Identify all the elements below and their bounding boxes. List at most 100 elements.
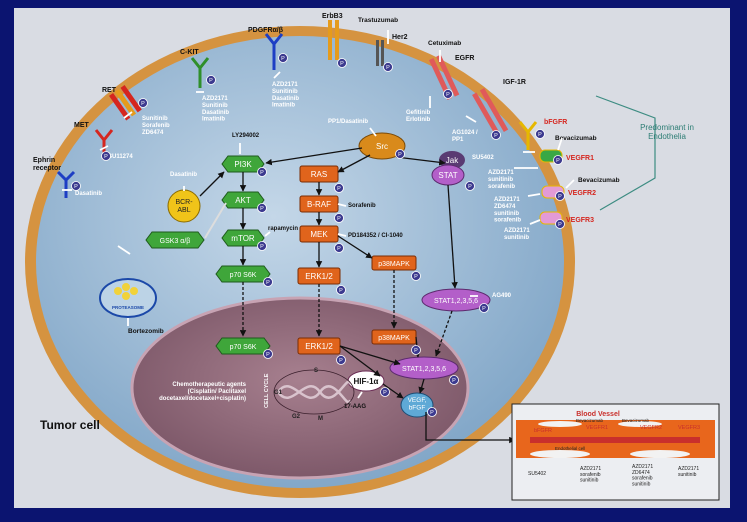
phospho-marker-28: P (449, 375, 459, 385)
chemo-label: Chemotherapeutic agents(Cisplatin/ Pacli… (159, 382, 247, 402)
phospho-marker-13: P (395, 149, 405, 159)
phospho-marker-14: P (257, 167, 267, 177)
jak-label: Jak (446, 156, 459, 165)
drug-17aag: 17-AAG (344, 404, 366, 410)
phospho-marker-5: P (337, 58, 347, 68)
phospho-marker-26: P (465, 181, 475, 191)
svg-text:P: P (266, 280, 270, 286)
stat-label: STAT (438, 171, 457, 180)
svg-text:P: P (260, 170, 264, 176)
svg-text:P: P (383, 390, 387, 396)
drug-dasatinib-bcr: Dasatinib (170, 172, 197, 178)
svg-text:P: P (74, 184, 78, 190)
svg-text:P: P (104, 154, 108, 160)
proteasome-label: PROTEASOME (112, 305, 144, 310)
blood-vessel-inset: Blood Vessel Endothelial cell bFGFR VEGF… (511, 403, 720, 501)
bcr-abl-label: BCR-ABL (175, 199, 193, 214)
phospho-marker-23: P (336, 355, 346, 365)
receptor-vegfr1: VEGFR1 (566, 155, 594, 162)
phospho-marker-29: P (380, 387, 390, 397)
inhibitor-bar-21 (529, 219, 541, 225)
phospho-marker-1: P (101, 151, 111, 161)
vegf-to-vessel-arrow (425, 412, 516, 444)
p70s6k-nuclear-label: p70 S6K (230, 344, 257, 351)
stat-cyto-node (421, 288, 491, 312)
phospho-marker-21: P (334, 243, 344, 253)
phase-m: M (318, 416, 323, 422)
receptor-igf1r: IGF-1R (503, 79, 526, 86)
dna-helix-icon (273, 369, 355, 415)
svg-text:P: P (556, 158, 560, 164)
phase-g1: G1 (274, 390, 283, 396)
svg-text:P: P (446, 92, 450, 98)
gsk3-inhibition-line (204, 202, 227, 239)
phospho-marker-30: P (427, 407, 437, 417)
phospho-marker-19: P (334, 183, 344, 193)
svg-text:P: P (414, 348, 418, 354)
receptor-ret: RET (102, 87, 117, 94)
svg-text:P: P (337, 186, 341, 192)
hif-label: HIF-1α (354, 377, 379, 386)
phospho-marker-16: P (257, 241, 267, 251)
svg-text:P: P (209, 78, 213, 84)
phospho-marker-2: P (71, 181, 81, 191)
phospho-marker-10: P (553, 155, 563, 165)
vegf-node (400, 392, 434, 418)
pi3k-label: PI3K (234, 160, 252, 169)
svg-text:P: P (260, 244, 264, 250)
phospho-marker-22: P (336, 285, 346, 295)
svg-text:P: P (386, 65, 390, 71)
drug-trastuzumab: Trastuzumab (358, 17, 398, 24)
stat-cyto-label: STAT1,2,3,5,6 (434, 298, 478, 305)
drug-dasatinib-ephrin: Dasatinib (75, 191, 102, 197)
mek-label: MEK (310, 230, 328, 239)
p70s6k-label: p70 S6K (230, 272, 257, 279)
bcr-abl-node (167, 189, 201, 223)
drug-bevacizumab-2: Bevacizumab (578, 177, 620, 184)
svg-text:P: P (430, 410, 434, 416)
inhibitor-bar-23 (565, 179, 575, 189)
tumor-cell-label: Tumor cell (40, 418, 100, 432)
src-label: Src (376, 142, 388, 151)
receptor-met: MET (74, 122, 90, 129)
endothelia-bracket (595, 95, 656, 211)
drug-pp1: PP1/Dasatinib (328, 119, 368, 125)
phospho-marker-8: P (491, 130, 501, 140)
receptor-egfr: EGFR (455, 55, 474, 62)
cell-cycle-label: CELL CYCLE (264, 373, 270, 408)
phospho-marker-15: P (257, 203, 267, 213)
inhibitor-bar-5 (99, 145, 109, 151)
svg-text:P: P (558, 222, 562, 228)
phospho-marker-17: P (263, 277, 273, 287)
braf-label: B-RAF (307, 200, 331, 209)
ras-label: RAS (311, 170, 327, 179)
gsk3-label: GSK3 α/β (160, 238, 191, 245)
phospho-marker-12: P (555, 219, 565, 229)
phospho-marker-25: P (411, 345, 421, 355)
drug-ly294002: LY294002 (232, 133, 260, 139)
inset-vegfr1: VEGFR1 (586, 425, 608, 431)
svg-text:P: P (482, 306, 486, 312)
drug-bevacizumab-1: Bevacizumab (555, 135, 597, 142)
inset-bevacizumab-2: Bevacizumab (622, 418, 650, 423)
p38-label: p38MAPK (378, 261, 410, 268)
svg-text:P: P (260, 206, 264, 212)
vegf-label: VEGF,bFGF (408, 397, 427, 411)
phospho-marker-3: P (206, 75, 216, 85)
drug-rapamycin: rapamycin (268, 226, 298, 232)
phospho-marker-6: P (383, 62, 393, 72)
phase-g2: G2 (292, 414, 301, 420)
nucleus (130, 296, 470, 480)
receptor-ckit: C-KIT (180, 49, 199, 56)
svg-text:P: P (340, 61, 344, 67)
gsk3-node (145, 231, 205, 249)
svg-text:P: P (339, 288, 343, 294)
phase-s: S (314, 368, 318, 374)
svg-text:P: P (266, 352, 270, 358)
phospho-marker-11: P (555, 191, 565, 201)
